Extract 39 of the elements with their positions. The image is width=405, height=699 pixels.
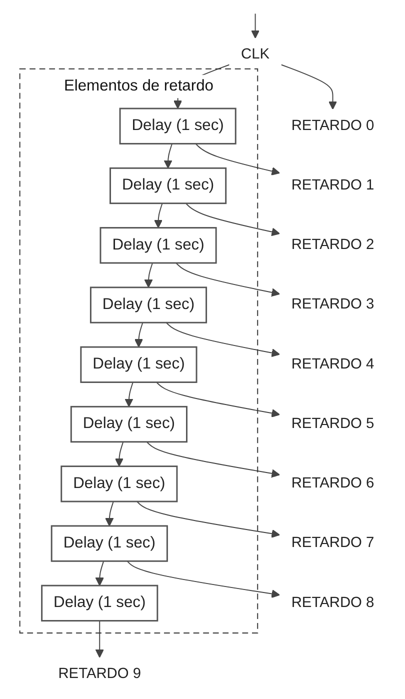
arrow [94,560,104,586]
arrow [194,143,280,176]
node-text: RETARDO 2 [290,236,374,253]
node-text: RETARDO 8 [290,594,374,611]
arrow [124,382,134,408]
arrow [184,202,280,236]
node-box: Delay (1 sec) [60,466,178,502]
arrow [126,560,280,598]
arrow [146,441,280,478]
arrow [94,620,104,658]
arrow [144,262,153,288]
arrow [165,322,280,358]
arrow [280,64,337,110]
arrow [104,501,114,526]
arrow [250,13,260,39]
node-box: Delay (1 sec) [80,346,197,383]
node-box: Delay (1 sec) [99,227,216,264]
arrow [134,322,143,348]
node-text: RETARDO 4 [290,356,374,372]
node-text: RETARDO 6 [290,474,374,492]
node-box: Delay (1 sec) [109,167,226,204]
node-text: RETARDO 3 [290,296,374,313]
node-text: RETARDO 7 [290,534,374,552]
node-box: Delay (1 sec) [50,525,168,562]
arrow [156,382,280,418]
node-text: RETARDO 9 [58,665,141,682]
arrow [163,143,172,169]
arrow [114,441,124,467]
arrow [175,262,280,297]
node-text: CLK [240,46,270,63]
node-box: Delay (1 sec) [70,406,188,443]
node-box: Delay (1 sec) [90,286,207,324]
node-box: Delay (1 sec) [118,108,236,144]
node-box: Delay (1 sec) [40,584,158,622]
node-text: RETARDO 0 [290,117,374,134]
node-text: RETARDO 1 [290,176,374,194]
arrow [136,501,280,538]
arrow [154,202,162,228]
node-text: RETARDO 5 [290,415,374,432]
